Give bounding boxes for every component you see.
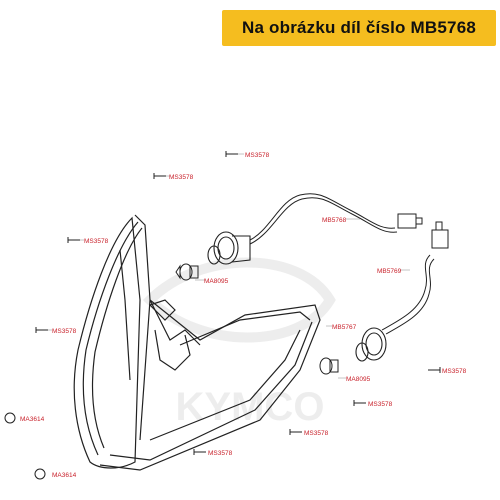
wiring-harness-mb5769: [381, 221, 449, 335]
part-label: MA3614: [20, 416, 45, 423]
part-label: MS3578: [208, 450, 233, 457]
part-label: MB5769: [377, 268, 402, 275]
part-labels: MS3578 MS3578 MS3578 MB5768 MB5769 MA809…: [20, 152, 467, 479]
part-label: MB5768: [322, 217, 347, 224]
part-label: MS3578: [245, 152, 270, 159]
part-label: MS3578: [84, 238, 109, 245]
right-bulb-socket: [355, 327, 387, 362]
left-bulb: [175, 263, 199, 281]
left-bulb-socket: [207, 231, 251, 265]
part-label: MS3578: [442, 368, 467, 375]
part-label: MS3578: [52, 328, 77, 335]
part-label: MS3578: [304, 430, 329, 437]
part-label: MA3614: [52, 472, 77, 479]
screw-parts: [35, 151, 441, 455]
wiring-harness-mb5768: [249, 193, 423, 245]
part-label: MS3578: [169, 174, 194, 181]
part-number-text: Na obrázku díl číslo MB5768: [241, 18, 477, 37]
part-label: MA8095: [204, 278, 229, 285]
nut-parts: [4, 412, 46, 480]
kymco-watermark: KYMCO: [142, 257, 336, 429]
leader-lines: [48, 153, 410, 379]
headlight-housing: [73, 214, 321, 471]
part-label: MB5767: [332, 324, 357, 331]
part-number-banner: Na obrázku díl číslo MB5768: [222, 10, 496, 46]
part-label: MA8095: [346, 376, 371, 383]
watermark-text: KYMCO: [176, 385, 325, 429]
right-bulb: [319, 357, 339, 375]
part-label: MS3578: [368, 401, 393, 408]
